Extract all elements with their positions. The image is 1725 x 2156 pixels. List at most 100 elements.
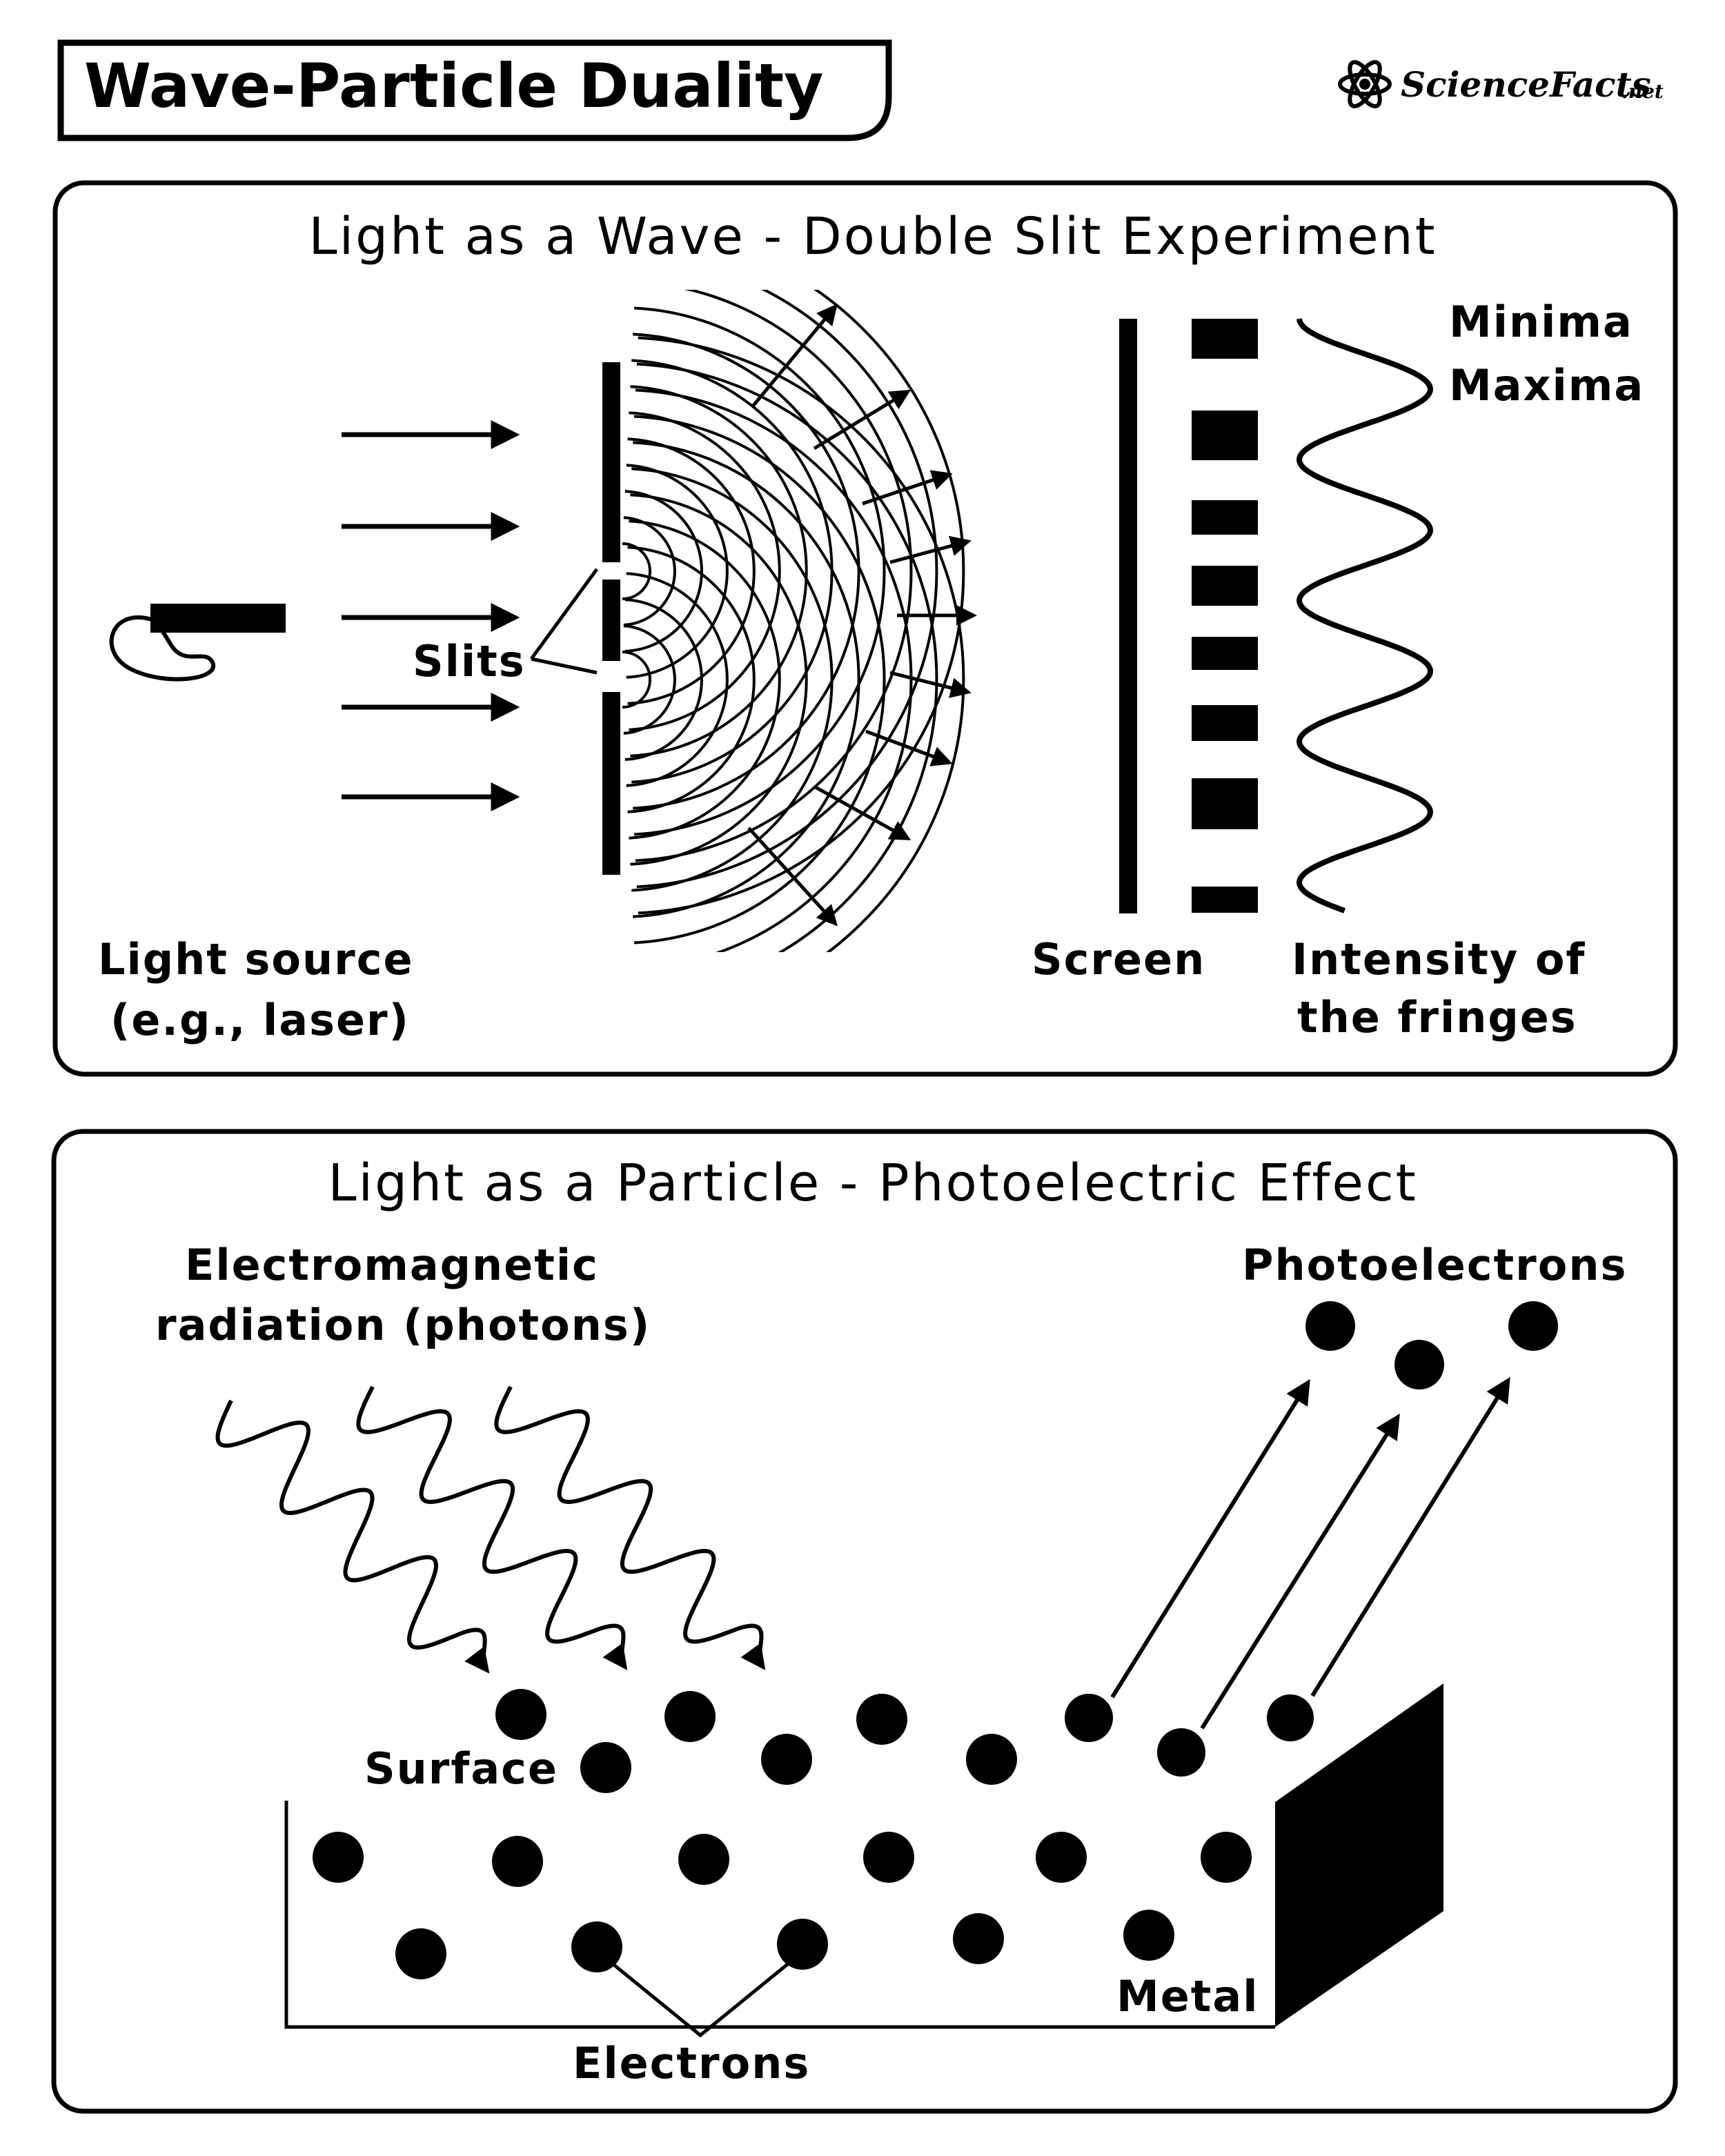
fringe: [1192, 500, 1258, 535]
electron: [678, 1834, 729, 1885]
slits-pointer: [529, 568, 599, 675]
fringe: [1192, 566, 1258, 606]
ejection-arrow: [1110, 1378, 1310, 1699]
fringe: [1192, 411, 1258, 460]
wave-arrow: [813, 389, 911, 451]
electron: [580, 1742, 631, 1793]
wavefront-arc: [622, 542, 651, 600]
title-box: Wave-Particle Duality: [57, 39, 892, 141]
wavefront-arc: [636, 290, 938, 889]
fringe: [1192, 778, 1258, 829]
electrons-pointer: [606, 1958, 795, 2038]
wavefront-arc: [633, 306, 886, 836]
intensity-curve: [1296, 318, 1434, 913]
photoelectron: [1508, 1301, 1558, 1351]
electron: [1267, 1694, 1314, 1741]
intensity-label: Intensity of: [1292, 934, 1586, 985]
electron: [492, 1836, 543, 1887]
particle-panel: Light as a Particle - Photoelectric Effe…: [51, 1129, 1678, 2114]
electron: [966, 1734, 1017, 1785]
wavefront-arc: [622, 651, 651, 709]
photon-wave: [356, 1385, 628, 1670]
electron: [1065, 1694, 1113, 1742]
wave-arrow: [751, 304, 838, 408]
logo-brand: ScienceFacts: [1401, 64, 1651, 105]
fringe: [1192, 887, 1258, 913]
outgoing-wave-arrows: [747, 304, 977, 927]
photoelectrons: [1305, 1301, 1558, 1389]
sciencefacts-logo[interactable]: ScienceFacts .net: [1338, 58, 1664, 110]
electron: [664, 1691, 716, 1742]
ejection-arrow: [1200, 1413, 1400, 1730]
photon-wave: [215, 1399, 490, 1674]
wave-arrow: [865, 729, 953, 767]
electron: [1157, 1728, 1205, 1777]
wavefront-arc: [626, 572, 729, 787]
interference-fringes: [1192, 319, 1258, 913]
fringe: [1192, 705, 1258, 741]
logo-suffix: .net: [1621, 80, 1664, 103]
fringe: [1192, 637, 1258, 670]
electrons: [313, 1689, 1314, 1979]
wave-arrow: [862, 470, 953, 506]
atom-icon: [1338, 60, 1392, 108]
incoming-light-arrows: [342, 420, 520, 811]
maxima-label: Maxima: [1449, 360, 1644, 411]
electron: [1036, 1832, 1087, 1883]
electron: [777, 1919, 828, 1970]
radiation-label: Electromagnetic: [185, 1240, 599, 1290]
wave-panel: Light as a Wave - Double Slit Experiment…: [52, 180, 1678, 1077]
electron: [856, 1694, 907, 1745]
wavefront-arc: [631, 467, 834, 892]
wavefront-arc: [624, 598, 703, 761]
surface-label: Surface: [364, 1743, 558, 1794]
ejection-arrow: [1310, 1376, 1510, 1697]
wavefront-arc: [627, 546, 756, 813]
screen-label: Screen: [1032, 934, 1205, 985]
electron: [863, 1832, 914, 1883]
particle-panel-title: Light as a Particle - Photoelectric Effe…: [328, 1154, 1417, 1213]
laser-icon: [109, 604, 286, 682]
wave-arrow: [813, 784, 911, 840]
wavefront-arc: [629, 520, 781, 840]
wavefront-arc: [633, 415, 886, 945]
wave-arrow: [747, 827, 838, 927]
photoelectron: [1305, 1301, 1355, 1351]
wavefront-arc: [623, 624, 676, 735]
wavefront-arc: [636, 362, 938, 952]
light-source-label: Light source: [98, 934, 414, 985]
wavefront-arc: [638, 290, 965, 915]
ejection-arrows: [1110, 1376, 1510, 1730]
slit-barrier: [602, 362, 620, 875]
minima-label: Minima: [1449, 297, 1633, 347]
wavefront-arc: [630, 493, 808, 866]
electrons-label: Electrons: [573, 2038, 810, 2088]
electron: [313, 1832, 364, 1883]
electron: [1123, 1910, 1174, 1961]
wavefront-arc: [635, 290, 913, 862]
intensity-label-2: the fringes: [1297, 992, 1577, 1042]
interference-wavefronts: [622, 290, 965, 952]
radiation-label-2: radiation (photons): [155, 1300, 651, 1350]
page-title: Wave-Particle Duality: [84, 50, 824, 121]
electron: [953, 1913, 1004, 1964]
electron: [1201, 1832, 1252, 1883]
wavefront-arc: [627, 437, 756, 705]
metal-label: Metal: [1116, 1971, 1259, 2021]
slits-label: Slits: [413, 636, 526, 686]
wave-panel-title: Light as a Wave - Double Slit Experiment: [308, 207, 1437, 266]
wavefront-arc: [629, 411, 781, 731]
electron: [495, 1689, 546, 1740]
wave-arrow: [889, 671, 972, 698]
wave-arrow: [889, 535, 972, 564]
photon-wave: [494, 1385, 766, 1670]
light-source-example: (e.g., laser): [110, 995, 410, 1045]
electron: [761, 1734, 812, 1785]
metal-block: [284, 1683, 1443, 2029]
photon-waves: [215, 1385, 766, 1674]
photoelectrons-label: Photoelectrons: [1242, 1240, 1627, 1290]
wavefront-arc: [633, 333, 860, 810]
electron: [395, 1928, 446, 1979]
photoelectron: [1394, 1340, 1444, 1389]
